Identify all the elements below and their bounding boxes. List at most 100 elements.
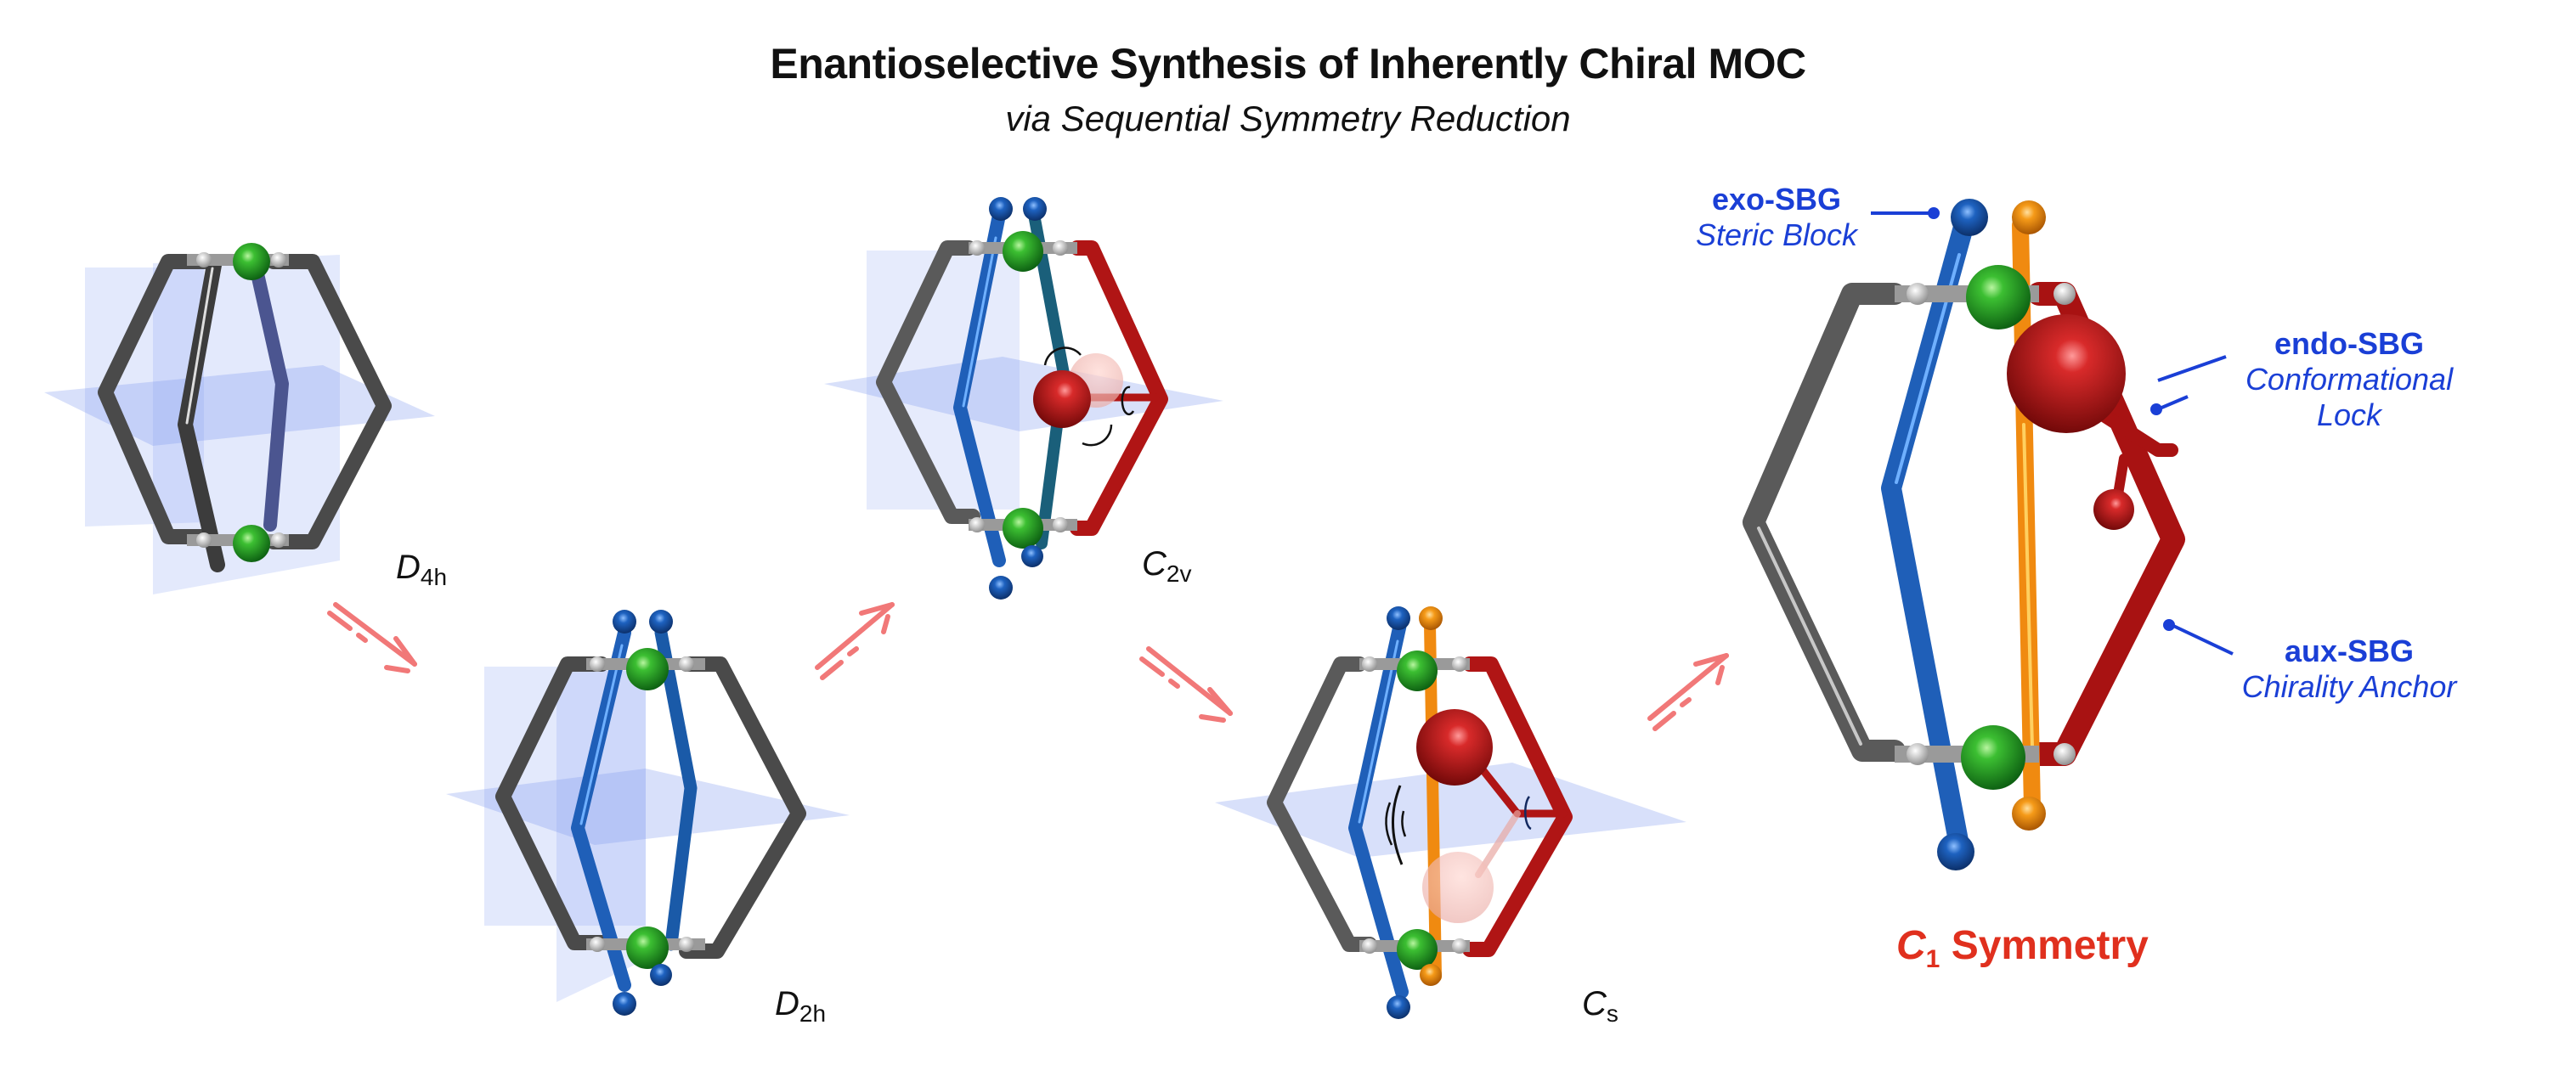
endo-sbg-arm xyxy=(2092,405,2178,457)
arrow-right-up-icon xyxy=(1647,653,1729,731)
ligand-gray-left xyxy=(98,254,212,544)
step-arrows xyxy=(327,602,1729,731)
exo-sbg-bead xyxy=(613,610,636,634)
leader-endo-b xyxy=(2159,395,2189,410)
ligand-blue-highlight xyxy=(962,236,997,408)
mirror-plane-horizontal xyxy=(44,365,435,446)
leader-endo-dot xyxy=(2150,403,2162,415)
pyridine-bead xyxy=(1053,240,1068,256)
pyridine-bead xyxy=(969,240,985,256)
ligand-back xyxy=(250,263,289,532)
pyridine-bead xyxy=(590,656,605,672)
pyridine-bead xyxy=(196,252,212,268)
pyridine-bead xyxy=(271,252,286,268)
ligand-gray xyxy=(876,240,980,524)
metal-node-bottom xyxy=(233,525,270,562)
metal-node-top xyxy=(1966,265,2031,329)
aux-sbg-sphere xyxy=(2093,489,2134,530)
symmetry-subscript: 4h xyxy=(420,564,448,590)
cage-cs xyxy=(1215,606,1686,1019)
pyridine-bead xyxy=(1362,938,1377,954)
symmetry-letter: D xyxy=(775,985,799,1022)
annotation-exo-sbg: exo-SBG Steric Block xyxy=(1679,182,1874,253)
endo-sbg-sphere xyxy=(1416,709,1493,786)
metal-node-top xyxy=(626,648,669,690)
annotation-desc: Steric Block xyxy=(1695,217,1858,252)
annotation-title: exo-SBG xyxy=(1711,182,1842,217)
figure-subtitle: via Sequential Symmetry Reduction xyxy=(1005,99,1571,138)
exo-sbg-bead xyxy=(1387,995,1410,1019)
symmetry-label-c2v: C2v xyxy=(1142,545,1191,588)
metal-node-top xyxy=(1003,231,1043,272)
cage-c1 xyxy=(1743,199,2185,870)
exo-sbg-bead xyxy=(1023,197,1047,221)
orange-bead xyxy=(1419,606,1443,630)
mirror-plane-horizontal xyxy=(446,769,850,845)
exo-sbg-bead xyxy=(1387,606,1410,630)
arrow-right-down-icon xyxy=(327,602,417,673)
pyridine-bead xyxy=(679,656,694,672)
ligand-gray xyxy=(1267,656,1377,952)
pyridine-bead xyxy=(2053,743,2076,765)
metal-node-bottom xyxy=(1397,929,1438,970)
ligand-blue-highlight xyxy=(579,644,624,825)
ligand-blue xyxy=(1348,617,1409,999)
annotation-desc: Conformational xyxy=(2245,362,2454,397)
ligand-blue-front xyxy=(953,212,1006,567)
annotation-title: aux-SBG xyxy=(2284,634,2415,668)
arrow-right-up-icon xyxy=(815,602,895,680)
annotation-endo-sbg: endo-SBG Conformational Lock xyxy=(2217,326,2481,433)
symmetry-label-d2h: D2h xyxy=(775,985,826,1028)
symmetry-label-d4h: D4h xyxy=(396,549,447,591)
symmetry-subscript: 2v xyxy=(1166,560,1192,587)
mirror-plane-horizontal xyxy=(1215,763,1686,858)
symmetry-letter: C xyxy=(1582,985,1607,1022)
exo-sbg-bead xyxy=(649,610,673,634)
symmetry-subscript: s xyxy=(1606,1000,1618,1027)
orange-bead xyxy=(2012,797,2046,831)
cage-c2v xyxy=(824,197,1223,600)
ligand-blue-back xyxy=(654,626,698,951)
ligand-gray-highlight xyxy=(1757,527,1862,746)
pyridine-bead xyxy=(271,532,286,548)
ligand-front-highlight xyxy=(185,267,214,425)
orange-bead xyxy=(1420,964,1442,986)
annotation-desc: Lock xyxy=(2316,397,2382,432)
leader-exo-dot xyxy=(1928,207,1940,219)
arrow-right-down-icon xyxy=(1139,646,1233,723)
rotation-arrow-icon xyxy=(1121,386,1135,416)
pyridine-bead xyxy=(1907,283,1929,305)
vibration-mark-icon xyxy=(1392,785,1404,865)
ligand-red xyxy=(1070,240,1168,536)
symmetry-letter: C xyxy=(1896,923,1926,968)
metal-node-bottom xyxy=(1961,725,2025,790)
pyridine-bead xyxy=(196,532,212,548)
exo-sbg-bead xyxy=(1951,199,1988,236)
metal-node-bottom xyxy=(626,926,669,969)
pyridine-bead xyxy=(1053,517,1068,532)
rotation-arrow-icon xyxy=(1524,796,1532,831)
orange-bead xyxy=(2012,200,2046,234)
cage-d2h xyxy=(446,610,850,1016)
exo-sbg-bead xyxy=(650,964,672,986)
ligand-orange-highlight xyxy=(2022,423,2034,749)
mirror-plane-vertical xyxy=(85,268,204,527)
ligand-gray-right xyxy=(266,254,392,549)
ligand-gray xyxy=(1743,283,1906,762)
ligand-blue xyxy=(1881,211,1975,851)
symmetry-letter: C xyxy=(1142,545,1167,583)
c1-symmetry-label: C1 Symmetry xyxy=(1896,922,2149,974)
ligand-blue-highlight xyxy=(1358,639,1399,824)
metal-node-top xyxy=(233,243,270,280)
symmetry-label-cs: Cs xyxy=(1582,985,1618,1028)
leader-aux xyxy=(2169,622,2234,656)
symmetry-word: Symmetry xyxy=(1951,923,2149,968)
exo-sbg-bead xyxy=(1021,545,1043,567)
endo-sbg-sphere xyxy=(2007,314,2126,433)
exo-sbg-bead xyxy=(1937,833,1974,870)
exo-sbg-bead xyxy=(989,576,1013,600)
pyridine-bead xyxy=(1907,743,1929,765)
symmetry-subscript: 2h xyxy=(799,1000,827,1027)
pyridine-bead xyxy=(679,937,694,952)
